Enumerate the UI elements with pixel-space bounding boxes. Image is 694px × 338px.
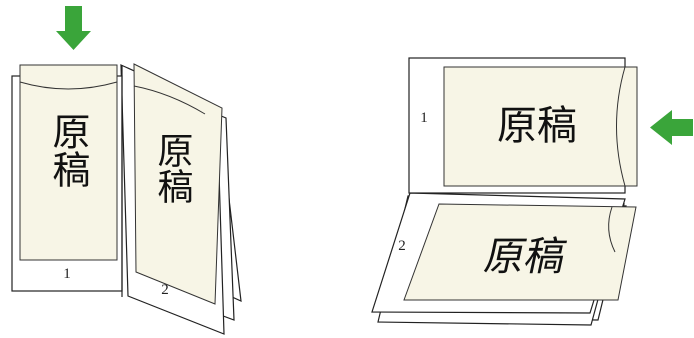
left-figure: 原稿 原稿 1 2 — [11, 6, 242, 335]
page2-sheet — [403, 203, 637, 301]
page1-number: 1 — [63, 266, 71, 282]
page2-sheet — [133, 63, 223, 305]
page1-sheet-text: 原稿 — [46, 112, 90, 188]
right-figure: 原稿 原稿 1 2 — [371, 57, 693, 326]
page2-number: 2 — [161, 282, 169, 298]
page1-sheet-fold — [616, 66, 626, 187]
page1-sheet-text: 原稿 — [497, 103, 577, 149]
page2-number: 2 — [398, 238, 406, 254]
page1-sheet-fold — [19, 81, 118, 90]
arrow-down-icon — [56, 6, 91, 50]
page1-sheet — [19, 64, 118, 261]
arrow-left-icon — [650, 110, 693, 145]
page2-sheet-fold — [133, 85, 206, 115]
page2-sheet-text: 原稿 — [481, 232, 571, 279]
page1-number: 1 — [420, 110, 428, 126]
page1-sheet — [443, 66, 638, 187]
page2-sheet-text: 原稿 — [152, 132, 194, 204]
page2-sheet-fold — [608, 206, 616, 253]
